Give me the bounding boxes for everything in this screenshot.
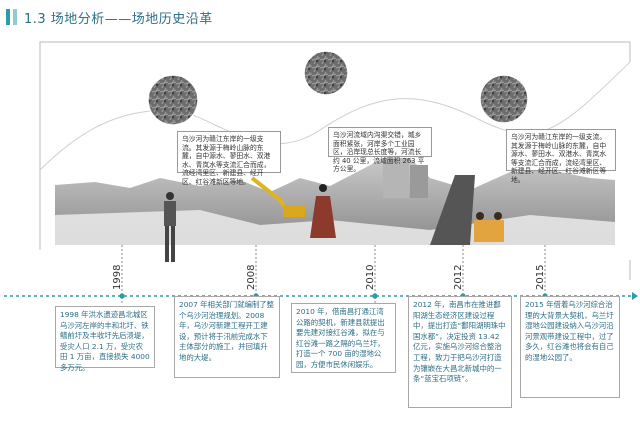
year-label-2015: 2015 — [535, 264, 546, 290]
year-label-2010: 2010 — [365, 264, 376, 290]
timeline-arrow — [632, 292, 638, 300]
road — [430, 175, 475, 245]
aerial-photo-1 — [147, 74, 199, 126]
photo-caption-2: 乌沙河流域内沟渠交错，城乡面积紧张，河岸多个工业园区，沿岸现总长度等，河流长约 … — [328, 127, 432, 173]
event-2010-description: 2010 年，借南昌打通江湾公路的契机，新建县就提出要先建对接红谷滩，拟在与红谷… — [291, 303, 396, 373]
aerial-photo-2 — [303, 50, 349, 96]
year-label-2012: 2012 — [453, 264, 464, 290]
aerial-photo-3 — [479, 74, 529, 124]
header-accent-bar — [6, 9, 10, 25]
event-2015-description: 2015 年借着乌沙河综合治理的大背景大契机，乌兰圩湿地公园建设纳入乌沙河沿河景… — [520, 296, 620, 398]
person-figure — [166, 192, 174, 200]
photo-caption-1: 乌沙河为赣江东岸的一级支流。其发源于梅岭山脉的东麓，自中源水、蓼田水、双港水、青… — [177, 131, 281, 186]
frame-top-line — [39, 41, 631, 62]
event-1998-description: 1998 年洪水遗迹昌北城区乌沙河左岸的丰和北圩、铁鳝前圩及丰收圩先后溃堤，受灾… — [55, 306, 155, 372]
year-ticks — [121, 245, 546, 303]
buildings — [383, 158, 409, 198]
section-header: 1.3 场地分析——场地历史沿革 — [6, 8, 213, 27]
page-title: 1.3 场地分析——场地历史沿革 — [24, 11, 213, 27]
photo-caption-3: 乌沙河为赣江东岸的一级支流。其发源于梅岭山脉的东麓，自中源水、蓼田水、双港水、青… — [506, 129, 616, 184]
woman-figure — [319, 184, 327, 192]
event-2008-description: 2007 年相关部门就编制了整个乌沙河治理规划。2008 年，乌沙河新建工程开工… — [174, 296, 280, 378]
header-accent-bar-light — [13, 9, 17, 25]
year-label-2008: 2008 — [246, 264, 257, 290]
year-label-1998: 1998 — [112, 264, 123, 290]
children-group — [476, 212, 484, 220]
event-2012-description: 2012 年，南昌市在推进鄱阳湖生态经济区建设过程中，提出打造“鄱阳湖明珠中国水… — [408, 296, 512, 408]
